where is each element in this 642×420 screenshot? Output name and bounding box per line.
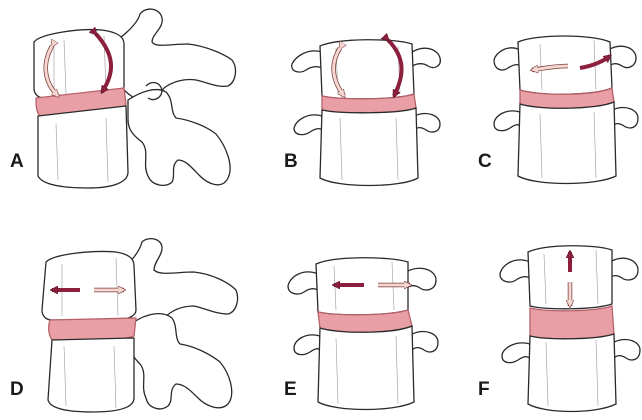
panel-label-a: A: [10, 152, 24, 171]
panel-b: [292, 40, 441, 186]
transverse-process-right: [608, 46, 636, 67]
posterior-elements-lower: [128, 314, 232, 409]
panel-e: [288, 258, 438, 410]
transverse-process-left: [500, 260, 530, 282]
transverse-process-left-lower: [294, 335, 320, 355]
transverse-process-left: [288, 272, 318, 294]
transverse-process-left: [494, 48, 520, 70]
vertebral-body-lower: [48, 338, 134, 412]
transverse-process-left-lower: [294, 115, 322, 135]
transverse-process-right-lower: [612, 108, 638, 128]
transverse-process-right: [406, 268, 436, 290]
intervertebral-disc: [530, 306, 614, 339]
transverse-process-left-lower: [494, 111, 520, 131]
transverse-process-right-lower: [614, 340, 640, 360]
panel-d: [42, 239, 238, 412]
panel-label-d: D: [10, 380, 24, 399]
transverse-process-left: [292, 51, 322, 72]
transverse-process-left-lower: [502, 343, 530, 363]
posterior-elements-upper: [126, 239, 238, 326]
vertebral-body-lower: [528, 334, 616, 412]
transverse-process-right-lower: [412, 332, 438, 352]
vertebral-body-lower: [38, 106, 128, 188]
transverse-process-right: [412, 48, 440, 67]
panel-f: [500, 246, 640, 412]
transverse-process-right: [610, 258, 638, 280]
vertebral-body-lower: [518, 102, 616, 184]
transverse-process-right-lower: [414, 114, 440, 132]
panel-a: [34, 9, 235, 188]
panel-label-f: F: [478, 380, 490, 399]
posterior-elements-upper: [120, 9, 235, 100]
posterior-elements-lower: [128, 90, 230, 186]
panel-label-e: E: [284, 380, 297, 399]
panel-label-c: C: [478, 152, 492, 171]
vertebral-body-upper: [42, 251, 136, 320]
panel-c: [494, 36, 638, 184]
intervertebral-disc: [49, 318, 136, 340]
vertebral-body-lower: [320, 108, 418, 186]
vertebral-body-lower: [318, 326, 414, 410]
panel-label-b: B: [284, 152, 298, 171]
